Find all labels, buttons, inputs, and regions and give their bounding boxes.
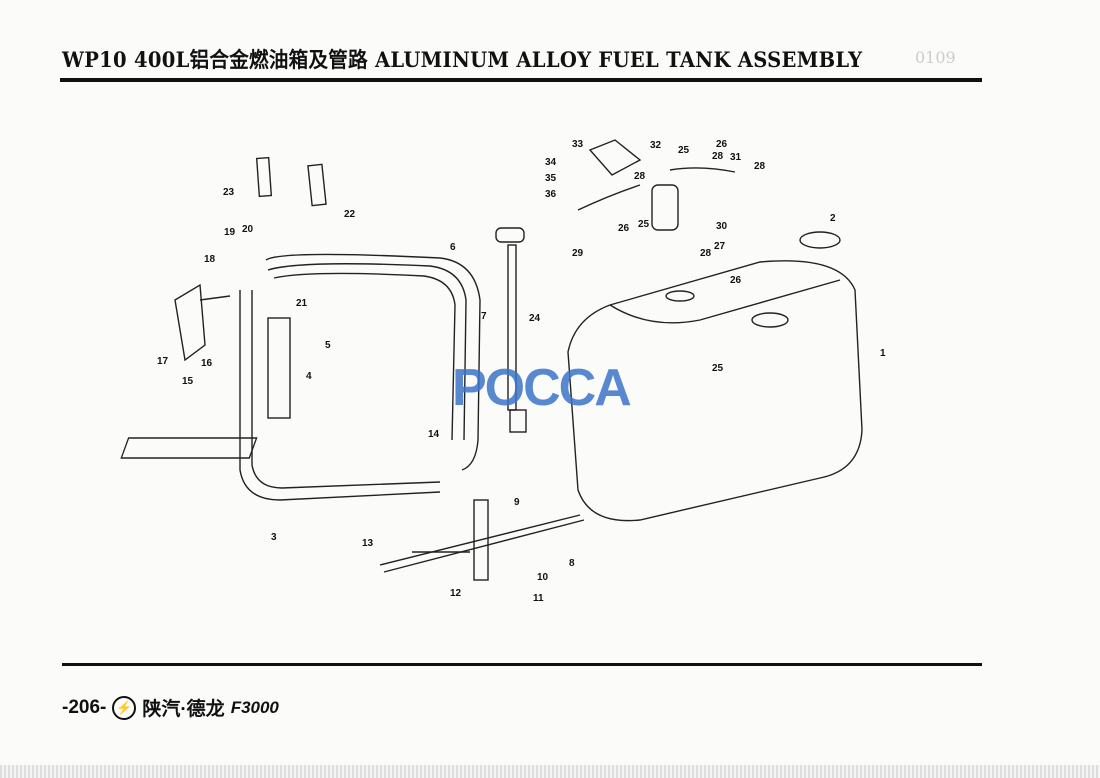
footer-rule xyxy=(62,663,982,666)
callout-26: 26 xyxy=(618,223,630,234)
callout-14: 14 xyxy=(428,429,440,440)
callout-25: 25 xyxy=(678,145,690,156)
header-rule xyxy=(60,78,982,82)
strap-bracket xyxy=(473,499,489,581)
footer: -206- ⚡ 陕汽·德龙 F3000 xyxy=(62,694,279,721)
model-name: F3000 xyxy=(230,697,279,717)
callout-10: 10 xyxy=(537,572,549,583)
ghost-text: 0109 xyxy=(915,48,956,67)
callout-28: 28 xyxy=(700,248,712,259)
fuel-tank-edge xyxy=(609,279,841,324)
callout-16: 16 xyxy=(201,358,213,369)
filter-bracket xyxy=(588,139,642,176)
callout-17: 17 xyxy=(157,356,169,367)
brand-logo-icon: ⚡ xyxy=(112,695,137,720)
tank-strap xyxy=(379,514,585,573)
fuel-filter xyxy=(651,184,679,231)
page-number: -206- xyxy=(62,696,107,718)
rubber-pad-vertical xyxy=(267,317,291,419)
sender-float xyxy=(509,409,527,433)
callout-15: 15 xyxy=(182,376,194,387)
callout-12: 12 xyxy=(450,588,462,599)
scan-edge xyxy=(0,765,1100,778)
callout-20: 20 xyxy=(242,224,254,235)
callout-32: 32 xyxy=(650,140,662,151)
callout-25: 25 xyxy=(638,219,650,230)
fuel-tank xyxy=(567,260,863,522)
callout-21: 21 xyxy=(296,298,308,309)
frame-pad-outer xyxy=(267,263,467,441)
callout-34: 34 xyxy=(545,157,557,168)
callout-28: 28 xyxy=(634,171,646,182)
callout-24: 24 xyxy=(529,313,541,324)
callout-8: 8 xyxy=(569,558,575,569)
callout-5: 5 xyxy=(325,340,331,351)
frame-pad-inner xyxy=(273,272,456,441)
side-bracket xyxy=(174,283,231,362)
sender-port xyxy=(665,290,695,302)
callout-35: 35 xyxy=(545,173,557,184)
callout-30: 30 xyxy=(716,221,728,232)
callout-7: 7 xyxy=(481,311,487,322)
filler-neck xyxy=(751,312,789,328)
callout-1: 1 xyxy=(880,348,886,359)
callout-9: 9 xyxy=(514,497,520,508)
callout-13: 13 xyxy=(362,538,374,549)
plate-23 xyxy=(255,156,273,198)
plate-22 xyxy=(307,163,327,207)
callout-26: 26 xyxy=(716,139,728,150)
tank-bracket-frame xyxy=(239,253,481,501)
callout-31: 31 xyxy=(730,152,742,163)
callout-4: 4 xyxy=(306,371,312,382)
callout-36: 36 xyxy=(545,189,557,200)
brand-name: 陕汽·德龙 xyxy=(142,699,225,720)
sender-head xyxy=(495,227,525,243)
callout-29: 29 xyxy=(572,248,584,259)
callout-27: 27 xyxy=(714,241,726,252)
callout-19: 19 xyxy=(224,227,236,238)
callout-33: 33 xyxy=(572,139,584,150)
callout-22: 22 xyxy=(344,209,356,220)
callout-11: 11 xyxy=(533,593,544,604)
callout-25: 25 xyxy=(712,363,724,374)
callout-28: 28 xyxy=(712,151,724,162)
fuel-cap xyxy=(799,231,841,249)
callout-18: 18 xyxy=(204,254,216,265)
rubber-pad-bottom xyxy=(120,437,258,459)
callout-23: 23 xyxy=(223,187,235,198)
callout-26: 26 xyxy=(730,275,742,286)
callout-2: 2 xyxy=(830,213,836,224)
fuel-lines xyxy=(577,167,736,211)
callout-6: 6 xyxy=(450,242,456,253)
callout-3: 3 xyxy=(271,532,277,543)
watermark: POCCA xyxy=(452,359,632,417)
callout-28: 28 xyxy=(754,161,766,172)
page-title: WP10 400L铝合金燃油箱及管路 ALUMINUM ALLOY FUEL T… xyxy=(62,47,863,72)
